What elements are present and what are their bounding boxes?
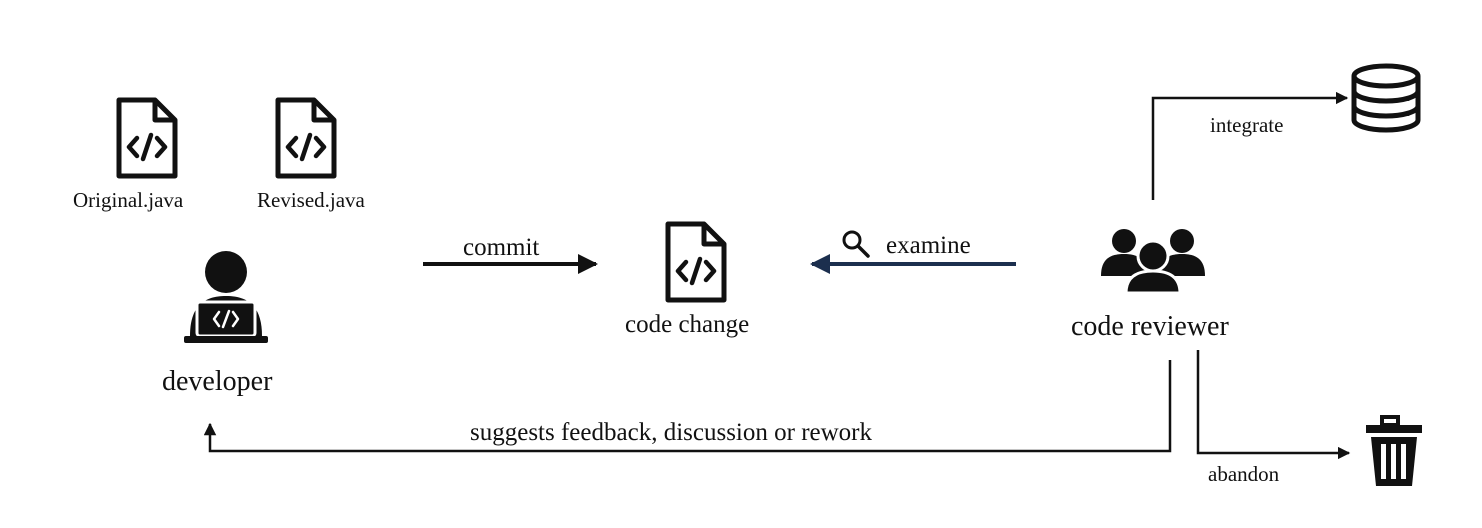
original-file-label: Original.java — [73, 188, 184, 212]
feedback-label: suggests feedback, discussion or rework — [470, 419, 872, 446]
trash-icon — [1366, 415, 1422, 486]
reviewer-group-icon — [1101, 229, 1205, 295]
database-icon — [1351, 63, 1421, 133]
abandon-label: abandon — [1208, 462, 1280, 486]
developer-laptop-icon — [184, 251, 268, 343]
commit-label: commit — [463, 234, 540, 261]
original-file-icon — [119, 100, 175, 176]
integrate-arrow — [1151, 91, 1349, 200]
code-change-file-icon — [668, 224, 724, 300]
revised-file-label: Revised.java — [257, 188, 365, 212]
code-reviewer-label: code reviewer — [1071, 311, 1229, 342]
developer-label: developer — [162, 366, 273, 397]
search-icon — [842, 230, 870, 258]
feedback-arrow — [203, 360, 1172, 453]
revised-file-icon — [278, 100, 334, 176]
integrate-label: integrate — [1210, 113, 1284, 137]
examine-label: examine — [886, 232, 971, 259]
code-change-label: code change — [625, 311, 750, 338]
abandon-arrow — [1196, 350, 1351, 460]
